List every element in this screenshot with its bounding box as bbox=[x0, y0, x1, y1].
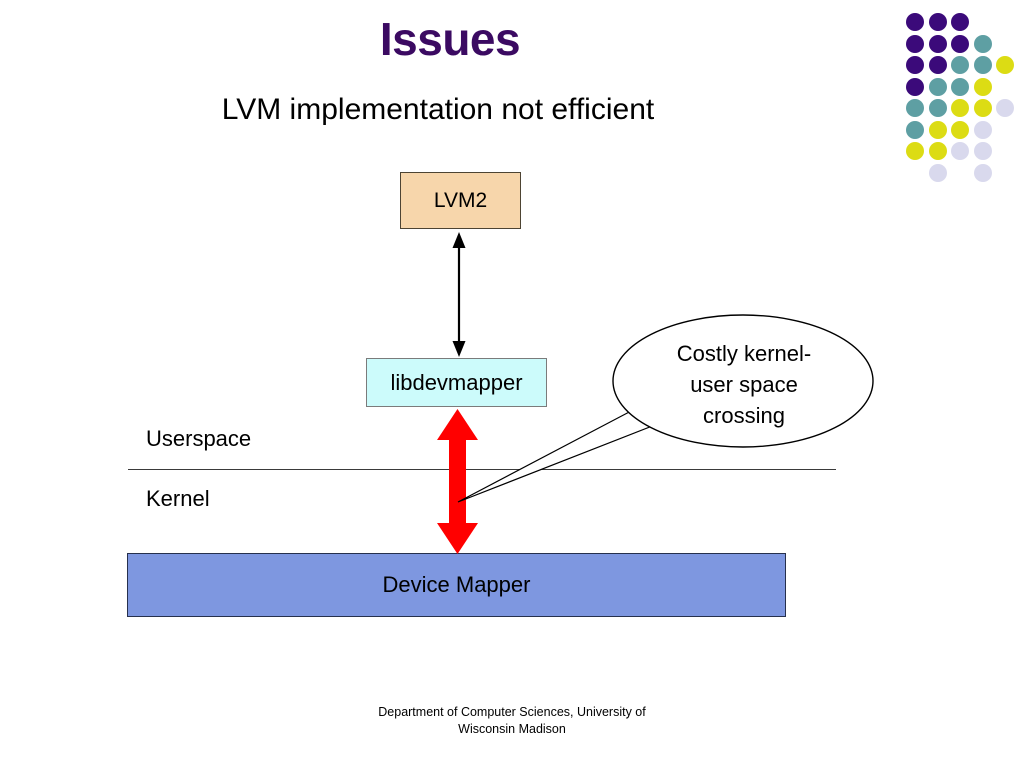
decor-dot-yellow bbox=[973, 99, 992, 117]
callout-text: Costly kernel- user space crossing bbox=[638, 338, 850, 431]
decor-dot-teal bbox=[906, 99, 924, 117]
decor-dot-purple bbox=[906, 13, 924, 31]
layer-label-userspace: Userspace bbox=[146, 426, 252, 451]
footer: Department of Computer Sciences, Univers… bbox=[262, 704, 762, 738]
decor-dot-yellow bbox=[996, 56, 1014, 74]
callout-line-1: Costly kernel- bbox=[676, 341, 812, 366]
footer-line-2: Wisconsin Madison bbox=[458, 722, 566, 736]
decor-dot-lavender bbox=[973, 163, 992, 182]
decor-dot-teal bbox=[973, 34, 992, 53]
decor-dot-teal bbox=[951, 56, 969, 74]
page-title: Issues bbox=[379, 13, 521, 65]
decor-dot-teal bbox=[906, 120, 924, 139]
decor-dot-yellow bbox=[951, 120, 969, 139]
decor-dot-purple bbox=[906, 34, 924, 53]
decor-dot-lavender bbox=[951, 142, 969, 160]
decor-dot-yellow bbox=[928, 142, 947, 160]
callout-tail bbox=[457, 409, 662, 503]
decor-dot-purple bbox=[906, 56, 924, 74]
callout-line-2: user space bbox=[690, 372, 798, 397]
footer-line-1: Department of Computer Sciences, Univers… bbox=[378, 705, 646, 719]
decor-dot-purple bbox=[928, 34, 947, 53]
diagram-box-libdevmapper-label: libdevmapper bbox=[390, 369, 523, 395]
diagram-box-device-mapper: Device Mapper bbox=[127, 553, 786, 617]
decor-dot-lavender bbox=[973, 120, 992, 139]
decor-dot-teal bbox=[973, 56, 992, 74]
decor-dot-teal bbox=[928, 77, 947, 96]
decor-dot-teal bbox=[951, 77, 969, 96]
decor-dot-purple bbox=[928, 56, 947, 74]
decor-dot-teal bbox=[928, 99, 947, 117]
decor-dot-yellow bbox=[951, 99, 969, 117]
decor-dot-lavender bbox=[973, 142, 992, 160]
decor-dot-lavender bbox=[996, 99, 1014, 117]
arrow-lvm2-libdevmapper-icon bbox=[452, 232, 466, 357]
diagram-box-device-mapper-label: Device Mapper bbox=[382, 572, 531, 597]
slide-subtitle: LVM implementation not efficient bbox=[221, 93, 655, 126]
decorative-dot-grid bbox=[885, 6, 1024, 191]
layer-label-kernel: Kernel bbox=[146, 486, 210, 511]
callout-line-3: crossing bbox=[703, 403, 785, 428]
decor-dot-yellow bbox=[906, 142, 924, 160]
decor-dot-yellow bbox=[928, 120, 947, 139]
decor-dot-yellow bbox=[973, 77, 992, 96]
decor-dot-lavender bbox=[928, 163, 947, 182]
decor-dot-purple bbox=[928, 13, 947, 31]
diagram-box-lvm2: LVM2 bbox=[400, 172, 521, 229]
decor-dot-purple bbox=[906, 77, 924, 96]
arrow-libdevmapper-devicemapper-icon bbox=[437, 409, 478, 554]
decor-dot-purple bbox=[951, 13, 969, 31]
diagram-box-lvm2-label: LVM2 bbox=[433, 188, 488, 212]
decor-dot-purple bbox=[951, 34, 969, 53]
layer-divider-line bbox=[128, 469, 836, 470]
diagram-box-libdevmapper: libdevmapper bbox=[366, 358, 547, 407]
